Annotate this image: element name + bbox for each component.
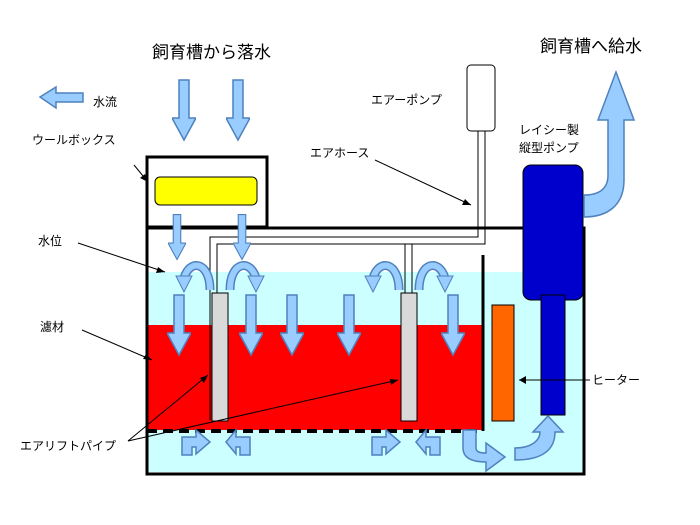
pump-label-line2: 縦型ポンプ (519, 141, 579, 155)
pump-label-line1: レイシー製 (519, 123, 579, 137)
heater (491, 304, 515, 422)
water-flow-label: 水流 (93, 95, 117, 109)
sump-tank (145, 226, 586, 476)
bottom-arrow (371, 428, 402, 456)
outflow-title: 飼育槽へ給水 (540, 37, 642, 57)
bottom-arrow (181, 428, 212, 456)
leader-air-hose (374, 159, 472, 206)
water-level-label: 水位 (38, 233, 62, 248)
inflow-arrow (172, 79, 196, 141)
bottom-arrow (415, 427, 441, 457)
wool-box-label: ウールボックス (32, 133, 116, 147)
leader-filter-media (81, 329, 153, 361)
partition-flow-arrow (462, 429, 507, 473)
heater-label: ヒーター (592, 373, 640, 387)
air-pump-label: エアーポンプ (371, 93, 442, 107)
airlift-pipe-label: エアリフトパイプ (20, 439, 116, 453)
airlift-pipe-left (211, 292, 229, 422)
inflow-title: 飼育槽から落水 (152, 43, 271, 63)
leader-airlift-2 (127, 379, 399, 442)
leader-water-level (77, 242, 166, 273)
pump-output-arrow (583, 69, 636, 218)
filter-media-bed (147, 325, 483, 430)
vertical-pump (522, 164, 584, 416)
legend-arrow-icon (38, 85, 84, 110)
wool-filter (154, 176, 258, 206)
leader-airlift-1 (127, 374, 209, 442)
filter-media-label: 濾材 (40, 319, 64, 334)
air-hose-label: エアホース (310, 146, 369, 160)
pump-intake-arrow (514, 414, 565, 461)
air-pump (466, 64, 496, 132)
inflow-arrow (226, 79, 250, 141)
airlift-pipe-right (400, 292, 418, 422)
bottom-arrow (225, 427, 251, 457)
